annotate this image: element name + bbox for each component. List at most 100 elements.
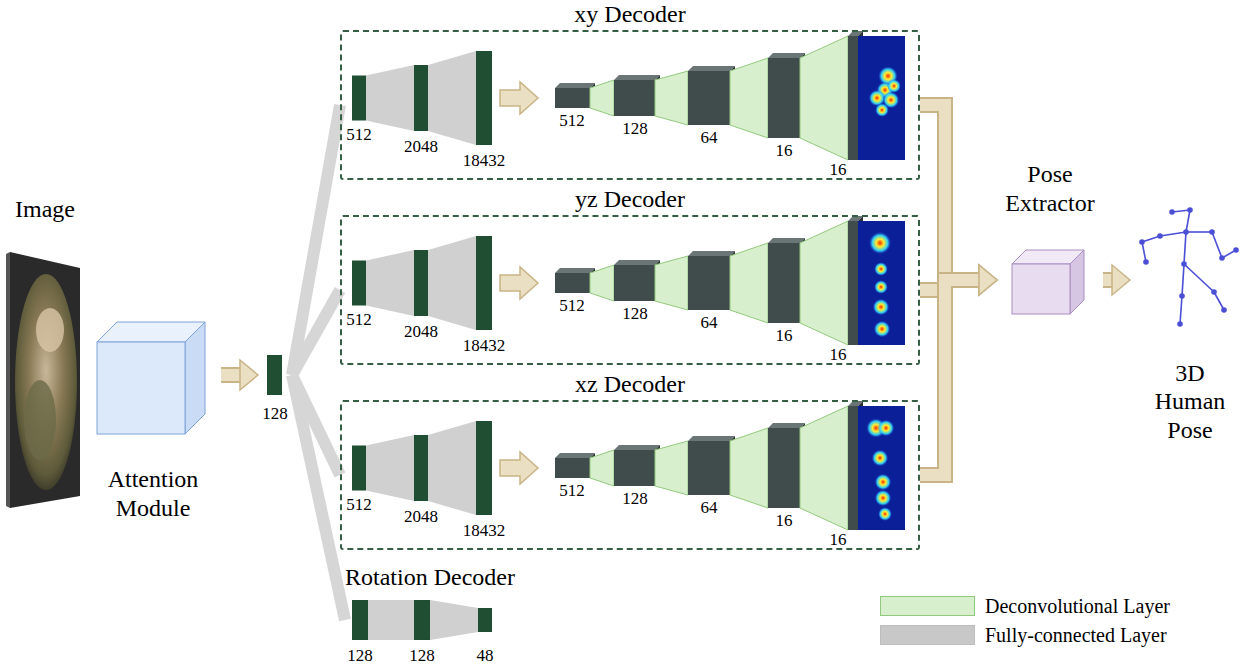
skeleton-bone (1212, 232, 1222, 258)
heatmap (858, 36, 905, 160)
feature-block (555, 273, 590, 293)
fc-layer (430, 600, 478, 640)
skeleton-bone (1184, 264, 1214, 292)
fan-line (292, 290, 340, 375)
fc-layer (428, 236, 476, 330)
heatmap-peak (887, 79, 901, 93)
latent-vector: 128 (258, 352, 292, 424)
layer-size: 512 (559, 112, 585, 129)
feature-block (614, 80, 655, 116)
node-text: Image (15, 195, 75, 224)
fc-layer (366, 435, 414, 501)
pose-extractor-cube (1012, 264, 1070, 314)
layer-size: 18432 (463, 337, 506, 354)
skeleton-bone (1182, 264, 1184, 296)
skeleton-joint (1211, 289, 1217, 295)
fc-bar (476, 421, 492, 515)
node-text: 3D Human Pose (1145, 359, 1235, 445)
arrow-head (979, 265, 997, 295)
fc-bar (352, 261, 366, 306)
legend-swatch (880, 625, 975, 645)
layer-size: 64 (701, 499, 718, 516)
feature-block (848, 406, 858, 530)
fc-layer (368, 600, 414, 640)
fc-layer (366, 250, 414, 316)
fan-line (292, 375, 345, 620)
feature-block (688, 441, 730, 495)
arrow-head (979, 265, 997, 295)
legend-swatch (880, 596, 975, 616)
skeleton-joint (1169, 209, 1175, 215)
layer-size: 16 (830, 346, 847, 363)
image-frame-edge (6, 252, 10, 508)
heatmap-peak (874, 280, 888, 294)
layer-size: 16 (830, 161, 847, 178)
attention-module: Attention Module (85, 318, 221, 523)
layer-size: 18432 (463, 152, 506, 169)
deconv-layer (730, 428, 768, 508)
layer-size: 512 (346, 496, 372, 513)
fisheye-image (15, 274, 77, 490)
fc-bar (476, 51, 492, 145)
feature-block (688, 436, 735, 441)
fisheye-detail (36, 308, 64, 352)
fc-bar (414, 250, 428, 316)
deconv-layer (590, 265, 614, 301)
connector-line (221, 369, 241, 381)
image-frame (10, 252, 80, 508)
fc-bar (414, 600, 430, 640)
layer-size: 128 (409, 647, 435, 664)
feature-block (768, 53, 805, 58)
fc-layer (428, 51, 476, 145)
layer-size: 64 (701, 314, 718, 331)
deconv-layer (800, 36, 848, 160)
deconv-layer (655, 441, 688, 495)
flow-connector (920, 105, 997, 295)
connector-outline (920, 280, 980, 475)
fc-layer (366, 65, 414, 131)
layer-size: 128 (622, 305, 648, 322)
skeleton-joint (1187, 207, 1193, 213)
layer-size: 16 (776, 327, 793, 344)
node-text: xy Decoder (574, 0, 685, 29)
skeleton-joint (1143, 259, 1149, 265)
output-pose: 3D Human Pose (1130, 195, 1250, 445)
layer-size: 64 (701, 129, 718, 146)
feature-block (555, 88, 590, 108)
fc-bar (352, 446, 366, 491)
layer-size: 128 (622, 120, 648, 137)
feature-block (688, 71, 730, 125)
heatmap-peak (875, 474, 892, 491)
node-text: Pose Extractor (997, 160, 1103, 218)
connector-line (920, 280, 980, 475)
feature-block (614, 75, 660, 80)
pose-extractor: Pose Extractor (997, 160, 1103, 315)
skeleton-bone (1186, 231, 1212, 233)
feature-block (768, 238, 805, 243)
fc-layer (428, 421, 476, 515)
connector-line (920, 105, 980, 280)
heatmap-peak (878, 420, 895, 437)
connector-outline (221, 367, 241, 383)
skeleton-joint (1157, 233, 1163, 239)
pose-extractor-cube (1070, 250, 1084, 314)
layer-size: 128 (622, 490, 648, 507)
fc-bar (352, 600, 368, 640)
input-image: Image (5, 195, 85, 510)
skeleton-joint (1233, 247, 1239, 253)
skeleton-joint (1139, 239, 1145, 245)
heatmap-peak (875, 490, 892, 507)
deconv-layer (590, 450, 614, 486)
layer-size: 512 (346, 126, 372, 143)
heatmap-peak (874, 262, 888, 276)
skeleton-joint (1209, 229, 1215, 235)
feature-block (768, 58, 800, 138)
heatmap (858, 221, 905, 345)
feature-block (688, 256, 730, 310)
deconv-layer (730, 58, 768, 138)
feature-block (555, 458, 590, 478)
flow-arrow (500, 452, 538, 484)
